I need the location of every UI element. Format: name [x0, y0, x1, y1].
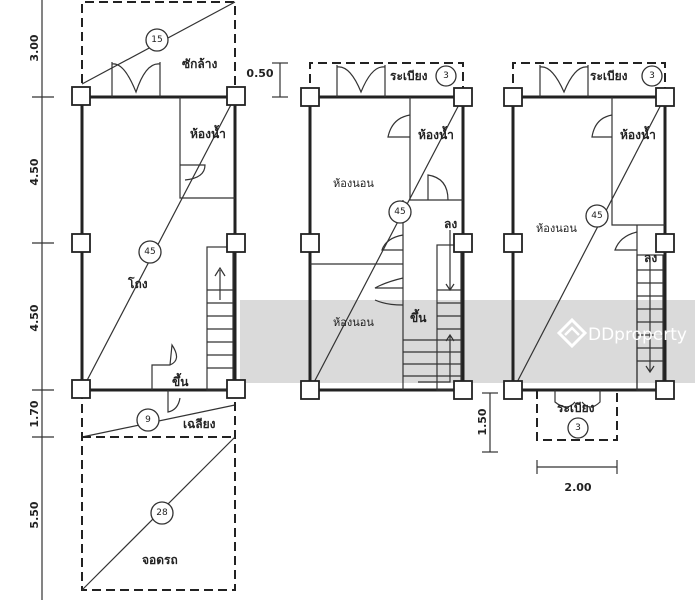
parking-area: 28 — [156, 508, 168, 518]
dim-1-50: 1.50 — [476, 408, 489, 435]
stairs-down-label-3: ลง — [644, 251, 657, 265]
parking-label: จอดรถ — [142, 553, 178, 567]
watermark-band — [240, 300, 695, 383]
bedroom-label-2a: ห้องนอน — [333, 177, 374, 190]
bathroom-label-3: ห้องน้ำ — [620, 125, 656, 142]
stairs-up-label-1: ขึ้น — [172, 372, 189, 389]
balcony-label-3-front: ระเบียง — [590, 69, 628, 83]
porch-label: เฉลียง — [183, 417, 216, 431]
hall-label: โถง — [127, 276, 148, 291]
third-floor-plan — [482, 62, 675, 474]
dim-5-50: 5.50 — [28, 501, 41, 528]
balcony-label-2: ระเบียง — [390, 69, 428, 83]
balcony-label-3-rear: ระเบียง — [557, 401, 595, 415]
left-dimension-line — [32, 0, 54, 600]
dim-1-70: 1.70 — [28, 400, 41, 427]
dim-3-00: 3.00 — [28, 34, 41, 61]
bathroom-label-2: ห้องน้ำ — [418, 125, 454, 142]
floor-area-3: 45 — [591, 211, 602, 221]
balcony-area-3-front: 3 — [649, 71, 655, 81]
balcony-area-2: 3 — [443, 71, 449, 81]
dim-0-50: 0.50 — [246, 67, 273, 80]
bedroom-label-3: ห้องนอน — [536, 222, 577, 235]
hall-area: 45 — [144, 247, 155, 257]
dim-4-50-b: 4.50 — [28, 304, 41, 331]
dim-4-50-a: 4.50 — [28, 158, 41, 185]
laundry-label: ซักล้าง — [182, 57, 218, 71]
porch-area: 9 — [145, 415, 151, 425]
ground-floor-plan — [71, 1, 246, 591]
second-floor-plan — [272, 62, 473, 400]
balcony-area-3-rear: 3 — [575, 423, 581, 433]
bathroom-label-1: ห้องน้ำ — [190, 124, 226, 141]
dim-2-00: 2.00 — [564, 481, 591, 494]
laundry-area: 15 — [151, 35, 162, 45]
floor-area-2: 45 — [394, 207, 405, 217]
watermark-text: DDproperty — [588, 325, 687, 345]
ddproperty-logo-icon — [556, 317, 588, 349]
stairs-down-label-2: ลง — [444, 217, 457, 231]
bedroom-label-2b: ห้องนอน — [333, 316, 374, 329]
stairs-up-label-2: ขึ้น — [410, 308, 427, 325]
